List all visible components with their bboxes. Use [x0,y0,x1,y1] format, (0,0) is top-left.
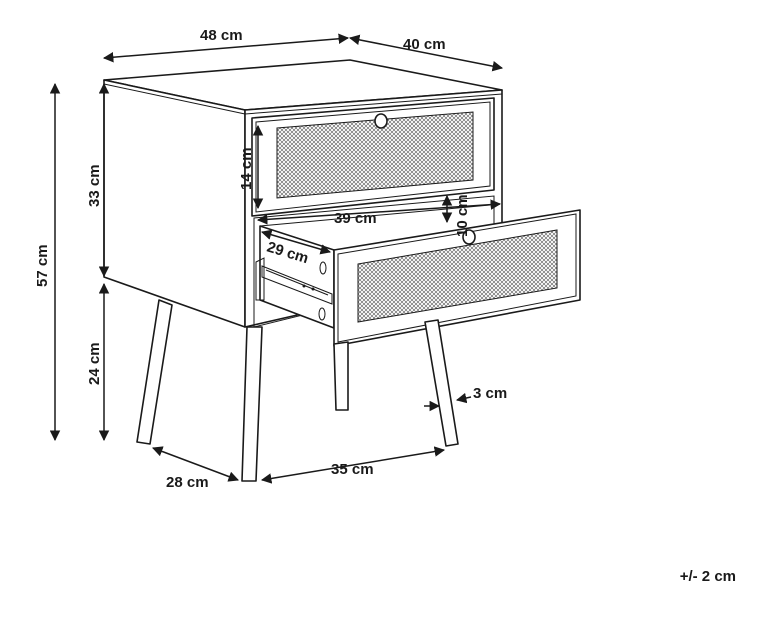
depth-arrow [348,34,504,72]
upper-drawer-rattan-panel [276,111,474,199]
cabinet-side-panel [103,79,246,328]
lower-drawer-rattan-panel [357,229,558,323]
leg-spread-width-arrow [260,446,446,484]
leg-spread-depth-label: 28 cm [166,474,209,491]
leg-back-right [333,341,349,411]
leg-spread-depth-arrow [152,446,239,482]
tolerance-note: +/- 2 cm [679,568,736,585]
depth-label: 40 cm [403,36,446,53]
body-height-label: 33 cm [86,164,103,207]
upper-drawer [251,97,495,217]
leg-diameter-arrow-right [455,392,472,404]
width-arrow [102,33,350,63]
drawer-slide-rail [261,265,333,305]
upper-drawer-knob [374,113,388,129]
legs [136,299,459,482]
width-label: 48 cm [200,27,243,44]
lower-drawer-knob [462,229,476,245]
drawer-depth-arrow [260,229,332,255]
dimension-labels: 48 cm 40 cm 57 cm 33 cm 24 cm 14 cm 39 c… [34,27,507,491]
total-height-label: 57 cm [34,244,51,287]
leg-spread-width-label: 35 cm [331,461,374,478]
leg-front-right [424,319,459,447]
leg-diameter-label: 3 cm [473,385,507,402]
lower-drawer [333,209,581,347]
leg-back-left [136,299,173,445]
dimension-lines [49,33,504,484]
leg-front-left [241,326,263,482]
drawer-front-height-label: 14 cm [238,147,255,190]
drawer-width-label: 39 cm [334,210,377,227]
drawer-width-arrow [256,199,502,225]
leg-height-label: 24 cm [86,342,103,385]
drawer-height-label: 10 cm [454,194,471,237]
